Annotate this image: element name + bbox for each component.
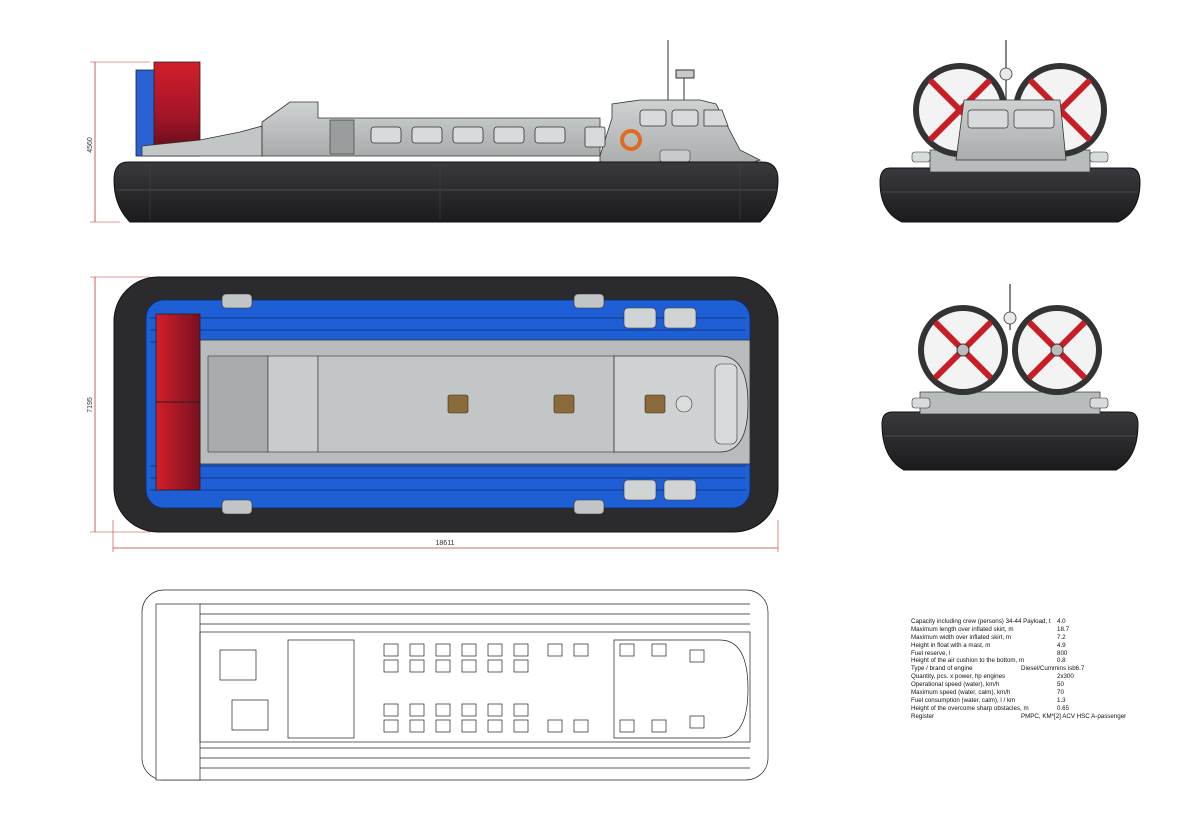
spec-row: Register PMPC, KM*[2] ACV HSC A-passenger xyxy=(911,713,1191,721)
spec-row: Height of the overcome sharp obstacles, … xyxy=(911,705,1191,713)
spec-value: 2x300 xyxy=(1057,673,1074,681)
spec-value: 18.7 xyxy=(1057,625,1070,633)
spec-value: 70 xyxy=(1057,689,1064,697)
front-fan-left xyxy=(918,305,1008,395)
spec-label: Operational speed (water), km/h xyxy=(911,681,1000,689)
spec-value: 800 xyxy=(1057,649,1068,657)
width-dimension-label: 7195 xyxy=(87,397,94,413)
height-dimension: 4560 xyxy=(87,61,150,223)
spec-label: Height of the air cushion to the bottom,… xyxy=(911,657,1025,665)
plan-view: 7195 18611 xyxy=(87,276,779,552)
spec-label: Fuel consumption (water, calm), l / km xyxy=(911,696,1016,704)
spec-row: Capacity including crew (persons) 34-44 … xyxy=(911,618,1191,626)
front-fan-right xyxy=(1012,305,1102,395)
spec-row: Fuel consumption (water, calm), l / km 1.… xyxy=(911,697,1191,705)
deck-layout-view xyxy=(141,589,769,781)
rear-view-top xyxy=(879,40,1141,223)
spec-row: Fuel reserve, l 800 xyxy=(911,650,1191,658)
mast xyxy=(667,40,695,100)
spec-value: PMPC, KM*[2] ACV HSC A-passenger xyxy=(1021,712,1127,720)
spec-label: Capacity including crew (persons) 34-44 … xyxy=(911,618,1051,625)
spec-label: Register xyxy=(911,712,935,720)
plan-life-rafts xyxy=(623,307,697,501)
spec-value: 4.0 xyxy=(1057,618,1066,625)
passenger-seats xyxy=(383,643,705,733)
spec-label: Fuel reserve, l xyxy=(911,649,951,657)
spec-value: Diesel/Cummins isb6.7 xyxy=(1021,665,1085,673)
length-dimension-label: 18611 xyxy=(436,540,455,547)
spec-row: Maximum width over inflated skirt, m 7.2 xyxy=(911,634,1191,642)
spec-row: Quantity, pcs. x power, hp engines 2x300 xyxy=(911,673,1191,681)
spec-row: Height in float with a mast, m 4.9 xyxy=(911,642,1191,650)
length-dimension: 18611 xyxy=(112,520,779,552)
spec-row: Height of the air cushion to the bottom,… xyxy=(911,657,1191,665)
spec-value: 50 xyxy=(1057,681,1064,689)
spec-value: 1.3 xyxy=(1057,696,1066,704)
height-dimension-label: 4560 xyxy=(87,137,94,153)
spec-label: Maximum speed (water, calm), km/h xyxy=(911,689,1011,697)
spec-row: Maximum speed (water, calm), km/h 70 xyxy=(911,689,1191,697)
side-windows xyxy=(370,109,729,148)
life-ring-icon xyxy=(620,129,642,151)
spec-row: Operational speed (water), km/h 50 xyxy=(911,681,1191,689)
spec-label: Maximum width over inflated skirt, m xyxy=(911,633,1012,641)
fan-duct-red xyxy=(153,61,201,157)
side-skirt xyxy=(113,161,779,223)
side-view: 4560 xyxy=(87,40,779,223)
spec-row: Maximum length over inflated skirt, m 18.… xyxy=(911,626,1191,634)
spec-label: Type / brand of engine xyxy=(911,665,973,673)
spec-label: Maximum length over inflated skirt, m xyxy=(911,625,1014,633)
plan-hatches xyxy=(447,394,666,414)
specifications-table: Capacity including crew (persons) 34-44 … xyxy=(911,618,1191,721)
spec-label: Height in float with a mast, m xyxy=(911,641,991,649)
spec-value: 0.65 xyxy=(1057,704,1070,712)
spec-value: 4.9 xyxy=(1057,641,1066,649)
spec-row: Type / brand of engine Diesel/Cummins isb… xyxy=(911,665,1191,673)
spec-label: Height of the overcome sharp obstacles, … xyxy=(911,704,1029,712)
spec-value: 0.8 xyxy=(1057,657,1066,665)
spec-value: 7.2 xyxy=(1057,633,1066,641)
width-dimension: 7195 xyxy=(87,276,150,533)
spec-label: Quantity, pcs. x power, hp engines xyxy=(911,673,1006,681)
front-view xyxy=(881,284,1139,471)
